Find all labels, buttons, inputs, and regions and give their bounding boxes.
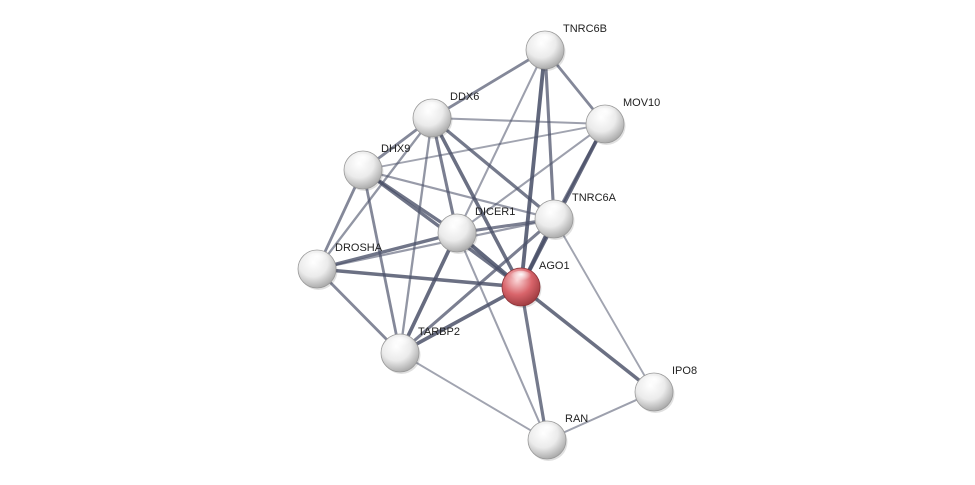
- edge-mov10-dicer1: [455, 122, 607, 235]
- node-label-ipo8: IPO8: [672, 365, 697, 377]
- node-label-drosha: DROSHA: [335, 242, 383, 254]
- edge-dhx9-tarbp2: [361, 168, 402, 355]
- edge-ddx6-tarbp2: [398, 116, 434, 355]
- node-dhx9[interactable]: DHX9: [343, 143, 410, 191]
- node-gloss: [445, 216, 469, 232]
- edge-dicer1-drosha: [315, 231, 459, 271]
- node-label-dicer1: DICER1: [475, 206, 515, 218]
- node-label-ran: RAN: [565, 413, 588, 425]
- node-mov10[interactable]: MOV10: [585, 97, 660, 145]
- edge-ran-ipo8: [545, 390, 656, 442]
- node-ddx6[interactable]: DDX6: [412, 91, 479, 139]
- edge-ddx6-tnrc6a: [430, 116, 556, 221]
- edge-ago1-tnrc6b: [519, 48, 547, 289]
- node-dicer1[interactable]: DICER1: [437, 206, 515, 254]
- node-gloss: [388, 336, 412, 352]
- edge-tnrc6b-ddx6: [430, 48, 547, 120]
- node-drosha[interactable]: DROSHA: [297, 242, 383, 290]
- node-gloss: [509, 270, 533, 286]
- node-gloss: [542, 202, 566, 218]
- node-tnrc6b[interactable]: TNRC6B: [525, 23, 607, 71]
- edge-ago1-tarbp2: [398, 285, 523, 355]
- edge-ddx6-drosha: [315, 116, 434, 271]
- edge-ago1-drosha: [315, 267, 523, 289]
- edge-ago1-ipo8: [519, 285, 656, 394]
- node-label-ddx6: DDX6: [450, 91, 479, 103]
- node-gloss: [642, 375, 666, 391]
- node-tarbp2[interactable]: TARBP2: [380, 326, 460, 374]
- node-label-tnrc6a: TNRC6A: [572, 192, 617, 204]
- edge-dicer1-ran: [455, 231, 549, 442]
- node-gloss: [593, 107, 617, 123]
- edge-dicer1-tarbp2: [398, 231, 459, 355]
- node-label-mov10: MOV10: [623, 97, 660, 109]
- edge-drosha-tarbp2: [315, 267, 402, 355]
- node-gloss: [305, 252, 329, 268]
- edge-tnrc6a-tarbp2: [398, 217, 556, 355]
- node-gloss: [535, 423, 559, 439]
- edge-mov10-ddx6: [430, 116, 607, 126]
- node-tnrc6a[interactable]: TNRC6A: [534, 192, 617, 240]
- edge-tnrc6b-dicer1: [455, 48, 547, 235]
- node-gloss: [351, 153, 375, 169]
- node-ipo8[interactable]: IPO8: [634, 365, 697, 413]
- node-label-tnrc6b: TNRC6B: [563, 23, 607, 35]
- node-label-tarbp2: TARBP2: [418, 326, 460, 338]
- edge-ago1-ran: [519, 285, 549, 442]
- node-gloss: [420, 101, 444, 117]
- edge-ddx6-dicer1: [430, 116, 459, 235]
- edge-dhx9-tnrc6a: [361, 168, 556, 221]
- edge-mov10-dhx9: [362, 123, 606, 171]
- node-ran[interactable]: RAN: [527, 413, 588, 461]
- edge-tnrc6a-ipo8: [553, 218, 655, 393]
- node-label-dhx9: DHX9: [381, 143, 410, 155]
- edge-tarbp2-ran: [399, 352, 548, 441]
- node-ago1[interactable]: AGO1: [501, 260, 570, 308]
- node-gloss: [533, 33, 557, 49]
- node-label-ago1: AGO1: [539, 260, 570, 272]
- edge-tnrc6a-drosha: [315, 217, 556, 271]
